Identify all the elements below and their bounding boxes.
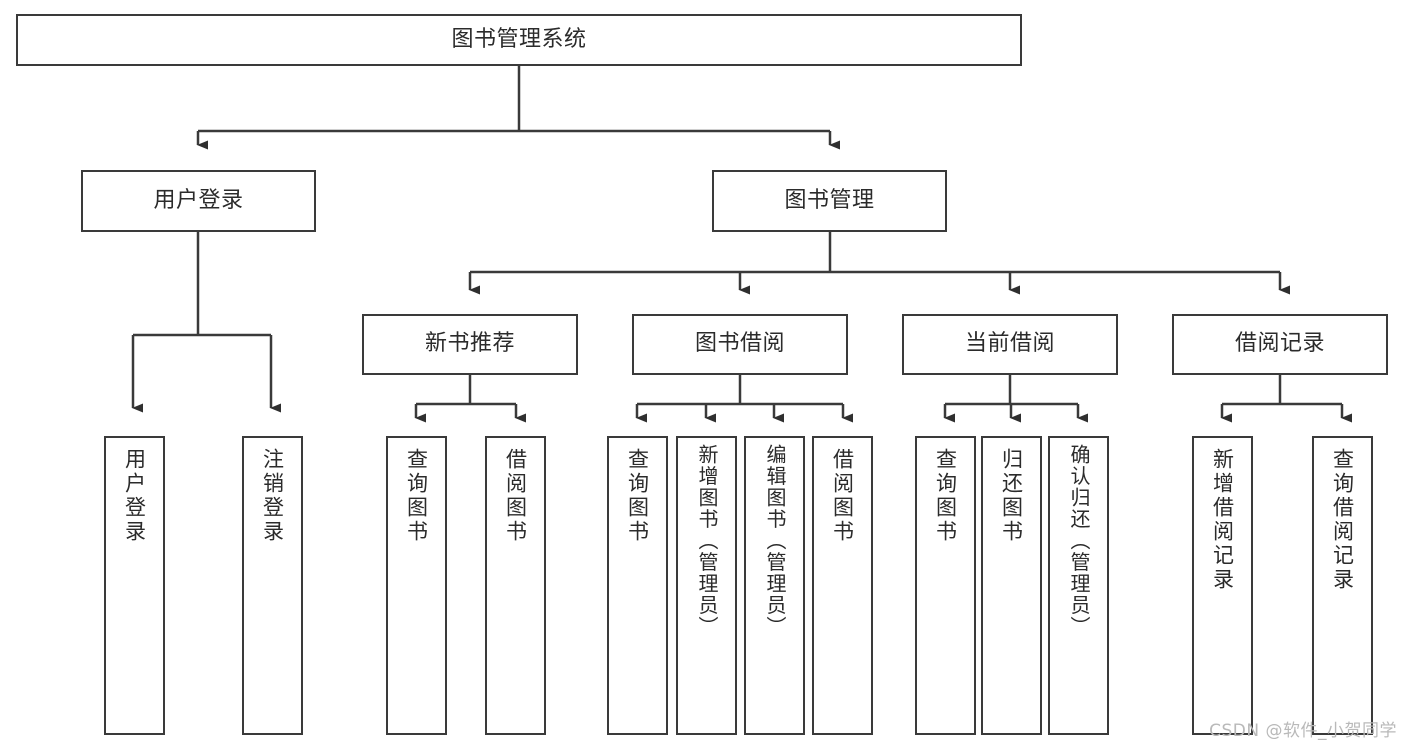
node-book-borrow[interactable]: 图书借阅 bbox=[632, 314, 848, 375]
node-leaf-query-book-2[interactable]: 查询图书 bbox=[607, 436, 668, 735]
node-current-borrow[interactable]: 当前借阅 bbox=[902, 314, 1118, 375]
node-leaf-logout-label: 注销登录 bbox=[260, 448, 285, 544]
node-leaf-query-book-1[interactable]: 查询图书 bbox=[386, 436, 447, 735]
node-leaf-borrow-book-2[interactable]: 借阅图书 bbox=[812, 436, 873, 735]
node-book-manage-label: 图书管理 bbox=[784, 187, 875, 213]
node-leaf-query-book-3[interactable]: 查询图书 bbox=[915, 436, 976, 735]
node-new-book-recommend-label: 新书推荐 bbox=[424, 331, 515, 357]
node-current-borrow-label: 当前借阅 bbox=[964, 331, 1055, 357]
node-leaf-user-login-label: 用户登录 bbox=[122, 448, 147, 544]
node-new-book-recommend[interactable]: 新书推荐 bbox=[362, 314, 578, 375]
node-leaf-add-book-label: 新增图书（管理员） bbox=[695, 444, 719, 638]
node-user-login-label: 用户登录 bbox=[153, 187, 244, 213]
node-leaf-borrow-book-2-label: 借阅图书 bbox=[830, 448, 855, 544]
node-leaf-confirm-return[interactable]: 确认归还（管理员） bbox=[1048, 436, 1109, 735]
node-book-manage[interactable]: 图书管理 bbox=[712, 170, 947, 232]
node-user-login[interactable]: 用户登录 bbox=[81, 170, 316, 232]
node-leaf-query-book-1-label: 查询图书 bbox=[404, 448, 429, 544]
node-leaf-edit-book-label: 编辑图书（管理员） bbox=[763, 444, 787, 638]
node-leaf-return-book-label: 归还图书 bbox=[999, 448, 1024, 544]
node-leaf-borrow-book-1[interactable]: 借阅图书 bbox=[485, 436, 546, 735]
node-leaf-query-record[interactable]: 查询借阅记录 bbox=[1312, 436, 1373, 735]
node-leaf-logout[interactable]: 注销登录 bbox=[242, 436, 303, 735]
node-leaf-return-book[interactable]: 归还图书 bbox=[981, 436, 1042, 735]
node-leaf-user-login[interactable]: 用户登录 bbox=[104, 436, 165, 735]
node-leaf-borrow-book-1-label: 借阅图书 bbox=[503, 448, 528, 544]
node-root-label: 图书管理系统 bbox=[451, 26, 587, 52]
node-leaf-add-record[interactable]: 新增借阅记录 bbox=[1192, 436, 1253, 735]
node-root[interactable]: 图书管理系统 bbox=[16, 14, 1022, 66]
node-leaf-edit-book[interactable]: 编辑图书（管理员） bbox=[744, 436, 805, 735]
csdn-watermark: CSDN @软件_小贺同学 bbox=[1209, 721, 1397, 741]
node-leaf-query-record-label: 查询借阅记录 bbox=[1330, 448, 1355, 592]
node-leaf-add-book[interactable]: 新增图书（管理员） bbox=[676, 436, 737, 735]
node-book-borrow-label: 图书借阅 bbox=[694, 331, 785, 357]
node-leaf-query-book-2-label: 查询图书 bbox=[625, 448, 650, 544]
node-borrow-records[interactable]: 借阅记录 bbox=[1172, 314, 1388, 375]
node-leaf-add-record-label: 新增借阅记录 bbox=[1210, 448, 1235, 592]
node-leaf-query-book-3-label: 查询图书 bbox=[933, 448, 958, 544]
node-leaf-confirm-return-label: 确认归还（管理员） bbox=[1067, 444, 1091, 638]
node-borrow-records-label: 借阅记录 bbox=[1234, 331, 1325, 357]
